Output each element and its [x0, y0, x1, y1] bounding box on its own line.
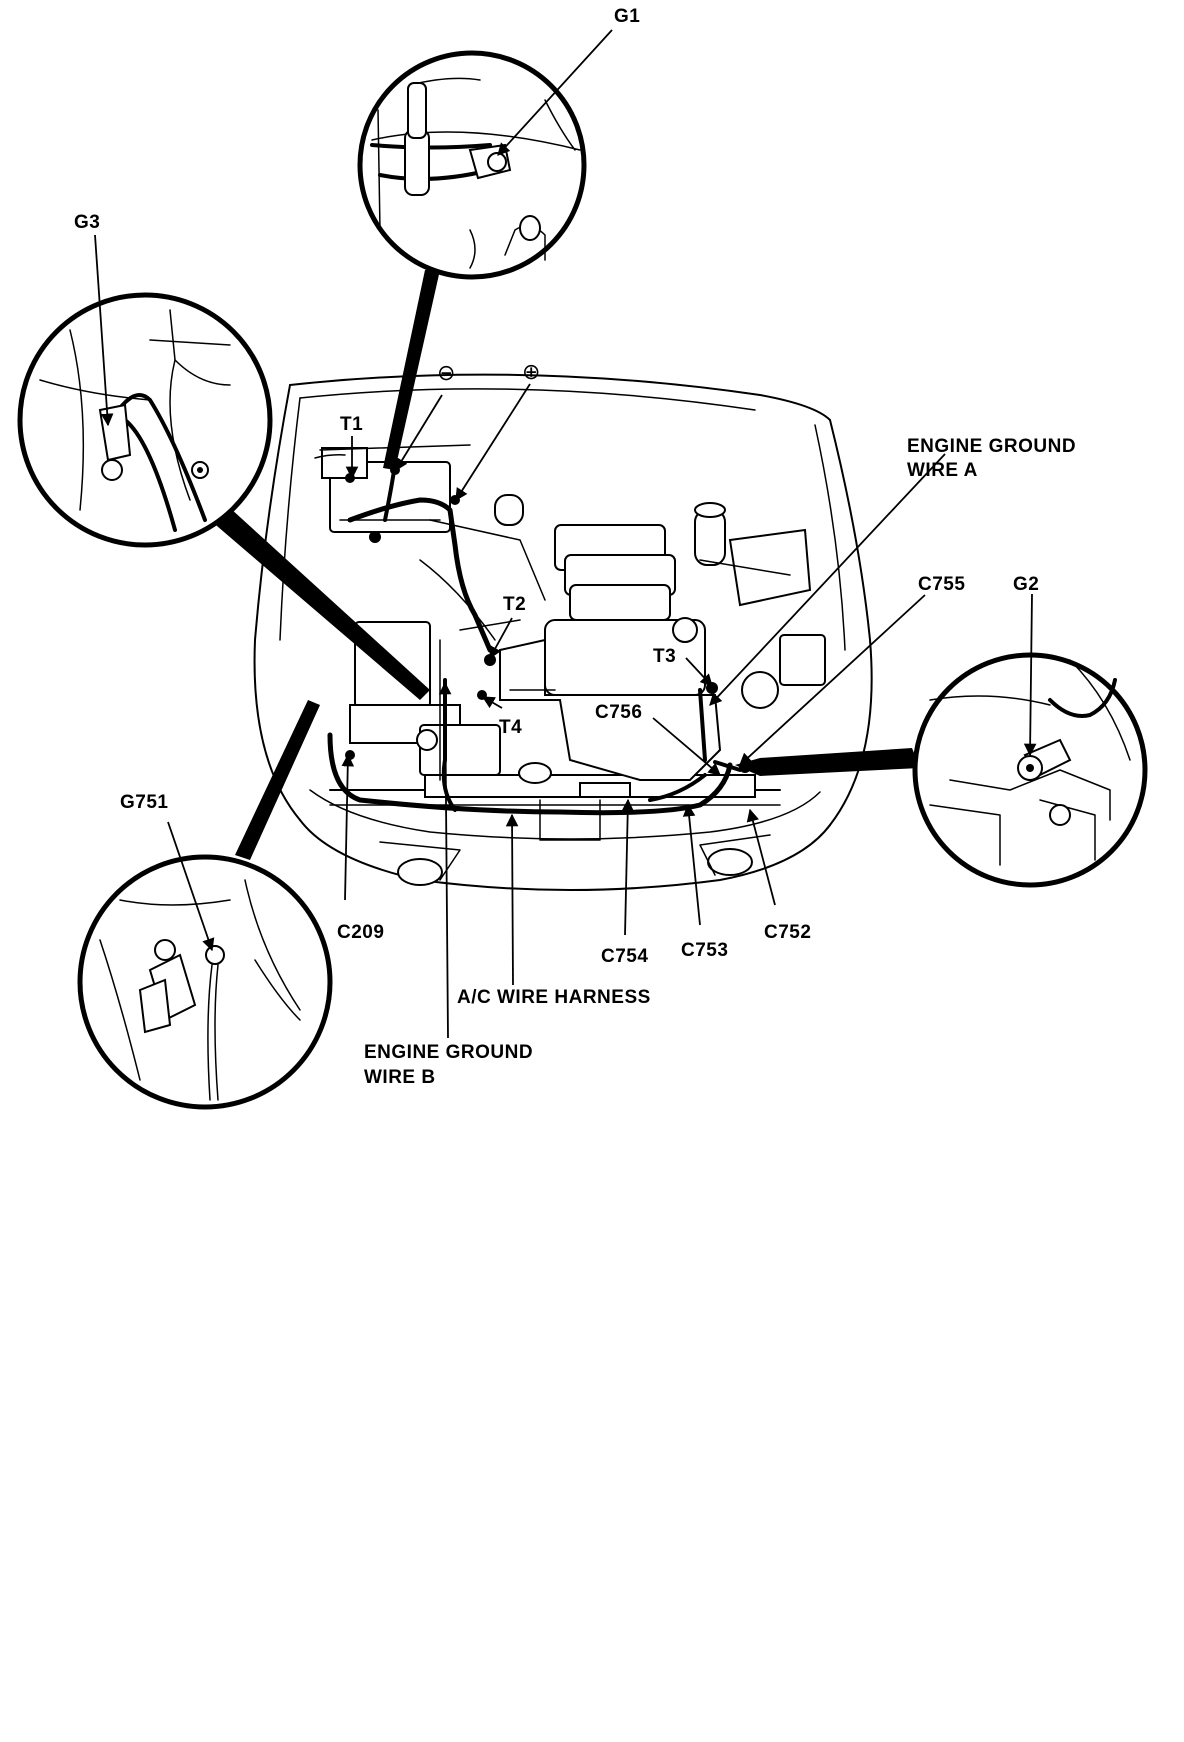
callout-bands: [210, 270, 920, 860]
label-engine-ground-b-line1: ENGINE GROUND: [364, 1042, 533, 1063]
label-t1: T1: [340, 414, 363, 435]
label-g2: G2: [1013, 574, 1039, 595]
car-front-outline: [253, 373, 873, 891]
label-engine-ground-a-line1: ENGINE GROUND: [907, 436, 1076, 457]
label-g1: G1: [614, 6, 640, 27]
label-t3: T3: [653, 646, 676, 667]
label-plus-terminal: ⊕: [522, 359, 541, 384]
label-g751: G751: [120, 792, 168, 813]
label-g3: G3: [74, 212, 100, 233]
callout-labels: G1 G3 ⊖ ⊕ T1 ENGINE GROUND WIRE A C755 G…: [74, 6, 1076, 1088]
label-minus-terminal: ⊖: [437, 360, 456, 385]
label-engine-ground-a-line2: WIRE A: [907, 460, 978, 481]
detail-circle-g2: [912, 652, 1148, 888]
leader-lines: [94, 29, 1037, 1039]
detail-circle-g1: [357, 50, 587, 280]
label-c755: C755: [918, 574, 965, 595]
label-t4: T4: [499, 717, 522, 738]
detail-circle-g3: [17, 292, 273, 548]
label-c752: C752: [764, 922, 811, 943]
detail-circle-g751: [77, 854, 333, 1110]
label-t2: T2: [503, 594, 526, 615]
label-c753: C753: [681, 940, 728, 961]
label-c754: C754: [601, 946, 648, 967]
label-c209: C209: [337, 922, 384, 943]
label-ac-wire-harness: A/C WIRE HARNESS: [457, 987, 651, 1008]
label-engine-ground-b-line2: WIRE B: [364, 1067, 436, 1088]
label-c756: C756: [595, 702, 642, 723]
